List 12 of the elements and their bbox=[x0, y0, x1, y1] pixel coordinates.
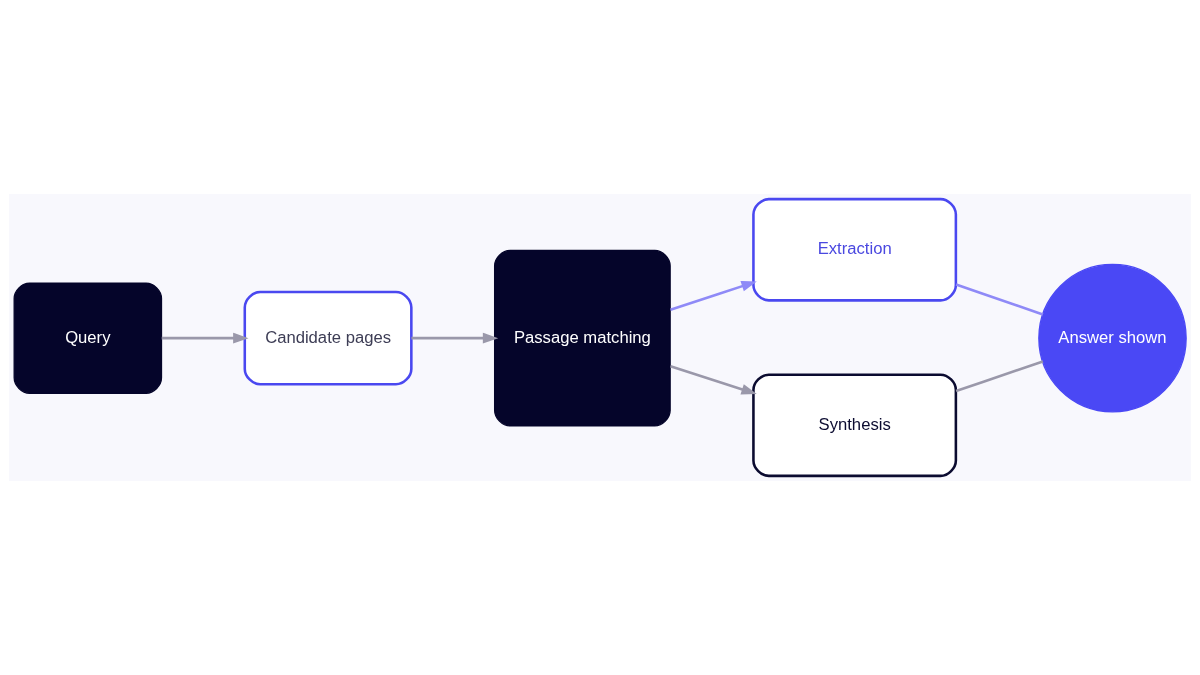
connector bbox=[955, 360, 1044, 393]
arrow bbox=[670, 364, 757, 395]
node-box: Passage matching bbox=[494, 249, 671, 427]
node-box: Extraction bbox=[752, 197, 958, 302]
node-box: Query bbox=[13, 282, 163, 394]
node-box: Candidate pages bbox=[243, 290, 413, 386]
node-box: Synthesis bbox=[752, 373, 958, 478]
arrow bbox=[411, 332, 499, 344]
arrow bbox=[161, 332, 249, 344]
arrow bbox=[670, 281, 757, 311]
node-circle: Answer shown bbox=[1038, 263, 1187, 413]
connector bbox=[955, 283, 1044, 316]
